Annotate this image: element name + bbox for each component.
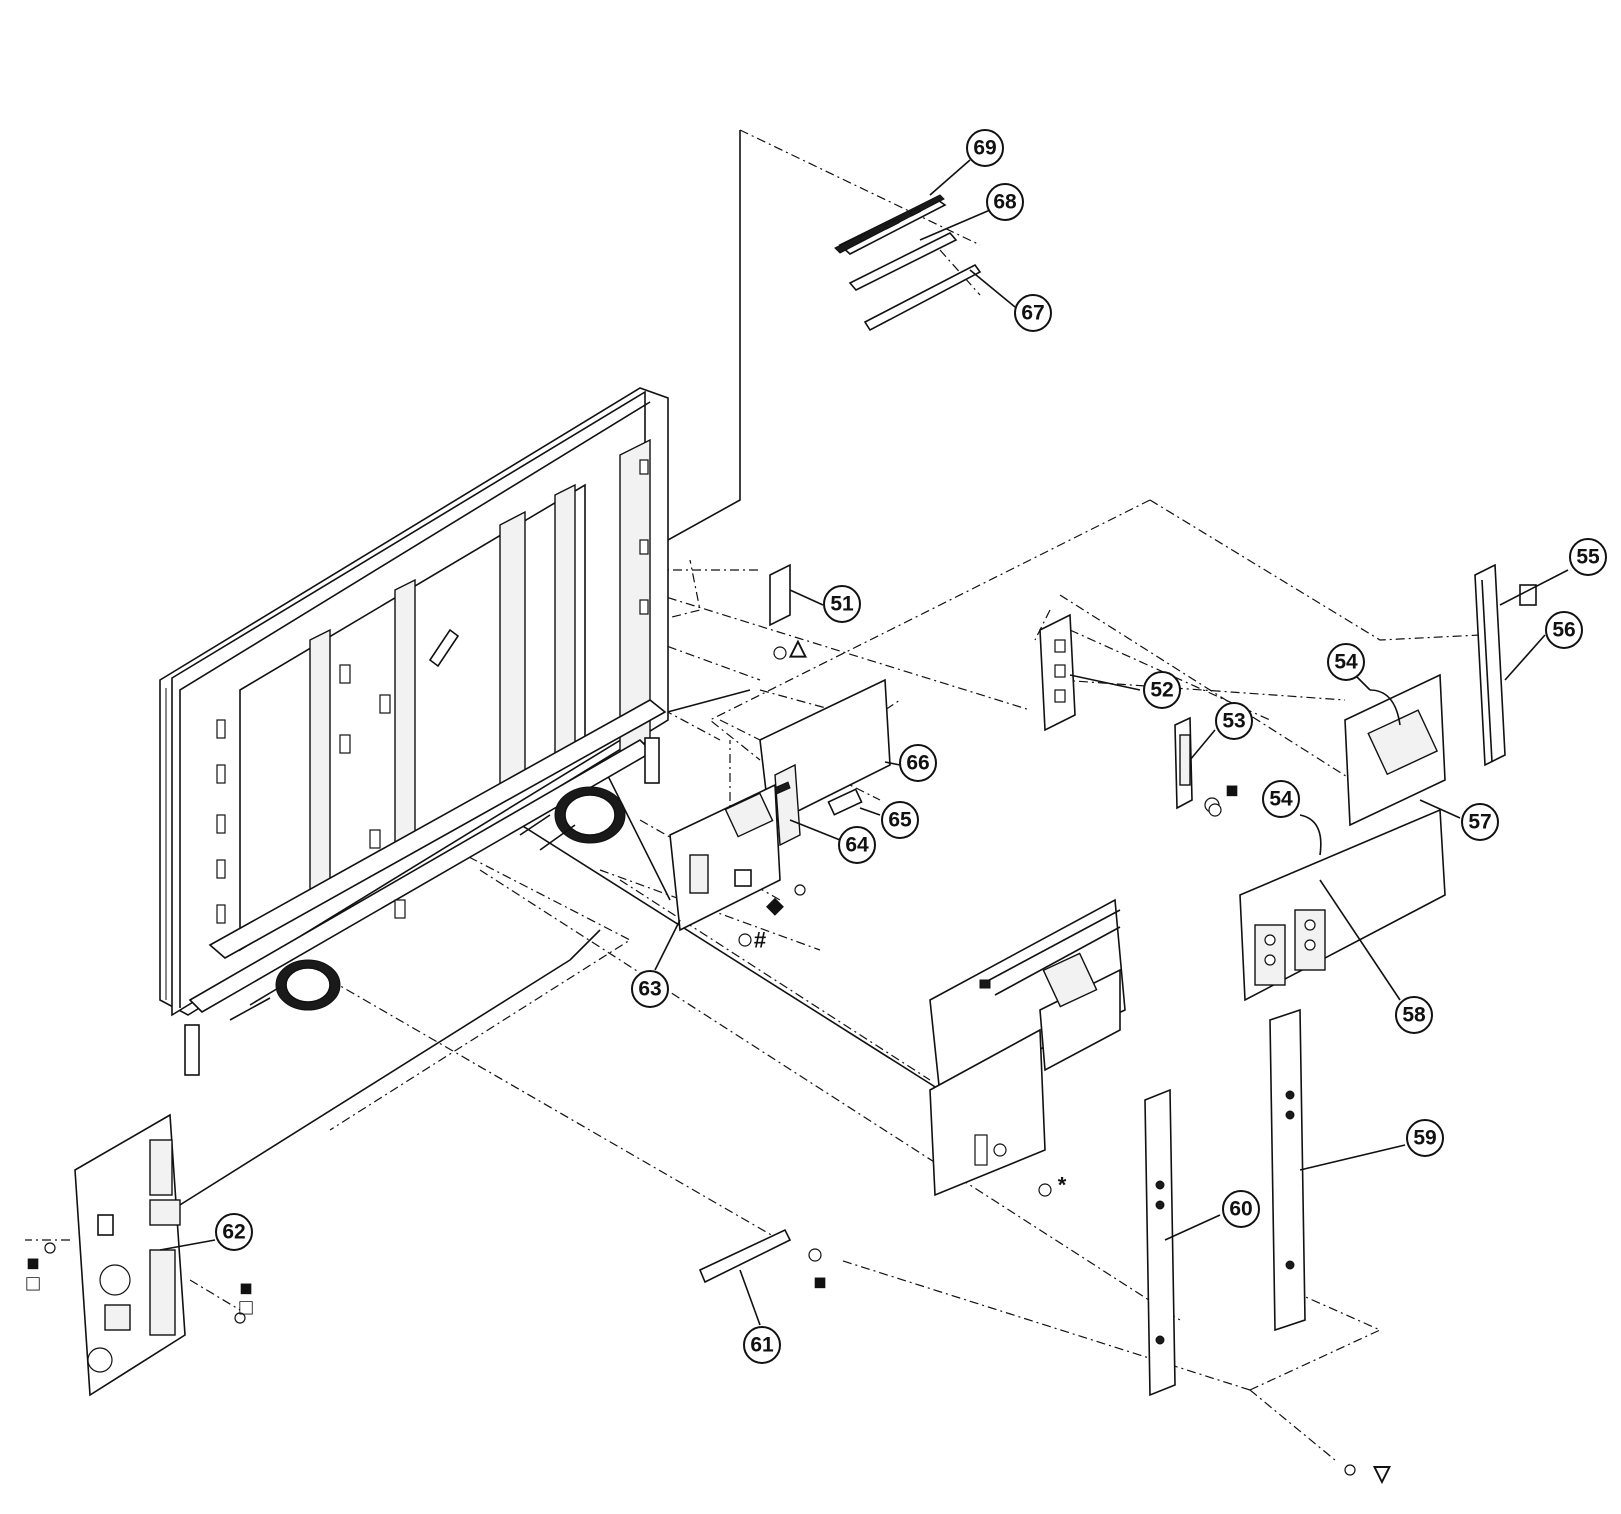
svg-text:61: 61 [750, 1334, 774, 1357]
callout-62: 62 [215, 1213, 253, 1251]
callout-57: 57 [1461, 803, 1499, 841]
part-62-board [74, 1113, 186, 1397]
svg-text:62: 62 [222, 1221, 245, 1244]
part-52-bracket [1039, 613, 1076, 732]
symbol-square-filled: ■ [26, 1251, 39, 1276]
symbol-square-filled: ■ [813, 1270, 826, 1295]
svg-text:63: 63 [638, 978, 661, 1001]
svg-text:53: 53 [1222, 710, 1245, 733]
part-63-board [669, 783, 781, 932]
callout-64: 64 [838, 826, 876, 864]
callout-51: 51 [823, 585, 861, 623]
screw [1038, 1183, 1052, 1197]
screw [738, 933, 752, 947]
part-51-label [769, 563, 791, 627]
part-67-strip [863, 263, 982, 332]
main-board-assembly [929, 898, 1126, 1197]
callout-60: 60 [1222, 1190, 1260, 1228]
part-57-board [1344, 673, 1446, 827]
symbol-hash: # [754, 928, 766, 953]
callout-54-upper: 54 [1327, 643, 1365, 681]
callout-68: 68 [986, 183, 1024, 221]
callout-69: 69 [966, 129, 1004, 167]
svg-text:51: 51 [830, 593, 854, 616]
screw [1344, 1464, 1356, 1476]
symbol-diamond-filled: ◆ [766, 893, 785, 918]
svg-text:69: 69 [973, 137, 996, 160]
svg-text:65: 65 [888, 809, 912, 832]
part-54-cable-lower [1299, 814, 1322, 856]
callout-55: 55 [1569, 538, 1607, 576]
screw [1208, 803, 1222, 817]
callout-61: 61 [743, 1326, 781, 1364]
symbol-square-filled: ■ [239, 1276, 252, 1301]
screw [44, 1242, 56, 1254]
svg-text:55: 55 [1576, 546, 1600, 569]
part-65-connector [827, 788, 863, 816]
callout-67: 67 [1014, 294, 1052, 332]
symbol-triangle-open: △ [789, 635, 808, 660]
callout-56: 56 [1545, 611, 1583, 649]
screw [773, 646, 787, 660]
symbol-asterisk: * [1058, 1173, 1067, 1198]
svg-text:54: 54 [1269, 788, 1293, 811]
screws [44, 646, 1356, 1476]
tv-chassis [159, 387, 669, 1076]
svg-text:68: 68 [993, 191, 1017, 214]
leader-lines [159, 159, 1569, 1326]
callout-54-lower: 54 [1262, 780, 1300, 818]
callout-65: 65 [881, 801, 919, 839]
part-68-strip [848, 232, 958, 291]
part-69-trim [834, 194, 947, 255]
callout-66: 66 [899, 744, 937, 782]
screw [808, 1248, 822, 1262]
callout-63: 63 [631, 970, 669, 1008]
hardware-symbols: △ ■ ◆ # * ■ ■ □ ■ □ ▽ [26, 635, 1391, 1486]
svg-text:67: 67 [1021, 302, 1044, 325]
screw [234, 1312, 246, 1324]
svg-text:66: 66 [906, 752, 929, 775]
svg-text:54: 54 [1334, 651, 1358, 674]
svg-text:59: 59 [1413, 1127, 1436, 1150]
screw [794, 884, 806, 896]
svg-text:57: 57 [1468, 811, 1491, 834]
svg-text:56: 56 [1552, 619, 1575, 642]
symbol-square-open: □ [26, 1271, 39, 1296]
part-54-cable-upper [1369, 689, 1401, 726]
svg-text:52: 52 [1150, 679, 1173, 702]
callout-59: 59 [1406, 1119, 1444, 1157]
callout-52: 52 [1143, 671, 1181, 709]
symbol-triangle-down: ▽ [1373, 1461, 1392, 1486]
svg-text:60: 60 [1229, 1198, 1252, 1221]
part-60-stay [1144, 1088, 1176, 1397]
svg-text:58: 58 [1402, 1004, 1426, 1027]
callout-53: 53 [1215, 702, 1253, 740]
symbol-square-filled: ■ [1225, 778, 1238, 803]
callouts: 51 52 53 54 54 55 56 57 58 59 60 61 62 6… [215, 129, 1607, 1364]
part-58-board [1239, 808, 1446, 1002]
symbol-square-open: □ [239, 1295, 252, 1320]
part-61-bar [698, 1228, 792, 1284]
callout-58: 58 [1395, 996, 1433, 1034]
svg-text:64: 64 [845, 834, 869, 857]
part-56-bracket [1474, 563, 1506, 767]
part-59-stay [1269, 1008, 1306, 1332]
